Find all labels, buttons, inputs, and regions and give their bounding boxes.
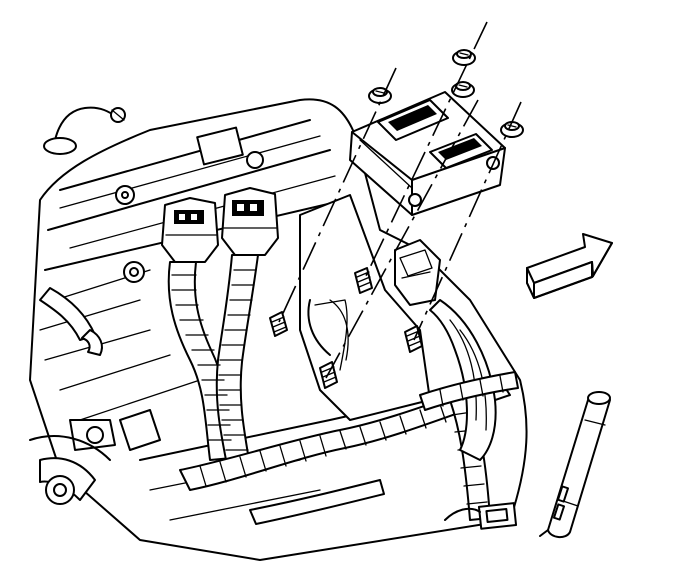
coil-connector-right [221, 187, 279, 256]
vent-hose [43, 106, 126, 155]
wiring-harness-conduit [167, 254, 259, 471]
alignment-centerlines [278, 21, 522, 379]
mounting-stud-1 [269, 311, 288, 337]
right-harness [419, 371, 519, 411]
module-connector [394, 239, 441, 306]
ignition-control-module [349, 91, 506, 216]
coolant-fittings [29, 287, 161, 505]
cam-cover-right [429, 299, 497, 461]
coil-connector-left [161, 197, 219, 263]
module-bolt-3 [451, 81, 475, 98]
sensor-bracket [444, 502, 518, 530]
module-bolt-1 [368, 87, 392, 104]
direction-arrow-icon [526, 233, 613, 299]
cover-bolt-group [115, 126, 264, 283]
module-bolt-2 [452, 49, 476, 66]
module-bolt-4 [500, 121, 524, 138]
harness-section-detail [539, 391, 611, 538]
